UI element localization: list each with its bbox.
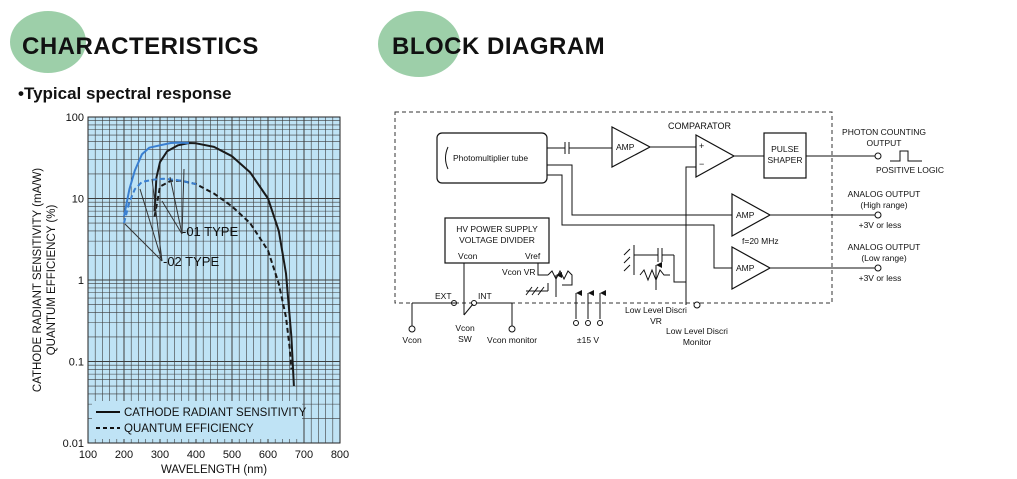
bullet: • xyxy=(18,84,24,103)
hv-label-2: VOLTAGE DIVIDER xyxy=(459,235,535,245)
discri-monitor-terminal xyxy=(693,301,701,309)
hv-vcon-label: Vcon xyxy=(458,251,478,261)
subheading-text: Typical spectral response xyxy=(23,84,232,103)
hv-label-1: HV POWER SUPPLY xyxy=(456,224,538,234)
characteristics-heading: CHARACTERISTICS xyxy=(22,33,259,60)
y-tick-label: 10 xyxy=(72,194,84,206)
positive-logic-label: POSITIVE LOGIC xyxy=(876,165,944,175)
analog-low-terminal xyxy=(874,264,882,272)
analog-high-label-2: (High range) xyxy=(860,200,907,210)
vcon-terminal-label: Vcon xyxy=(402,335,422,345)
series-line-01TYPE-solid xyxy=(153,142,295,387)
analog-low-label-1: ANALOG OUTPUT xyxy=(848,242,921,252)
x-tick-labels: 100 200 300 400 500 600 700 800 xyxy=(79,449,349,461)
photon-output-terminal xyxy=(874,152,882,160)
freq-label: f=20 MHz xyxy=(742,236,779,246)
x-tick-label: 400 xyxy=(187,449,205,461)
series-line-02TYPE-dashed xyxy=(123,177,197,224)
annotation-02-type: -02 TYPE xyxy=(163,254,219,269)
analog-low-label-2: (Low range) xyxy=(861,253,907,263)
legend: CATHODE RADIANT SENSITIVITY QUANTUM EFFI… xyxy=(92,401,307,439)
y-tick-label: 0.1 xyxy=(69,357,84,369)
analog-high-terminal xyxy=(874,211,882,219)
vcon-sw-label-1: Vcon xyxy=(455,323,475,333)
pmt-label: Photomultiplier tube xyxy=(453,153,528,163)
heading-blob-right xyxy=(378,11,460,77)
pulse-shaper-block xyxy=(763,132,807,179)
amp-low xyxy=(731,245,772,291)
pmt-window-icon xyxy=(445,146,449,170)
amp-high-label: AMP xyxy=(736,210,755,220)
x-tick-label: 500 xyxy=(223,449,241,461)
photon-output-label-1: PHOTON COUNTING xyxy=(842,127,926,137)
ext-label: EXT xyxy=(435,291,452,301)
comparator-plus: + xyxy=(699,141,704,151)
x-tick-label: 600 xyxy=(259,449,277,461)
y-tick-label: 0.01 xyxy=(63,438,84,450)
analog-high-label-3: +3V or less xyxy=(859,220,902,230)
grid-lines xyxy=(88,117,340,443)
vcon-terminal xyxy=(408,325,416,333)
pulse-shaper-label-1: PULSE xyxy=(771,144,799,154)
vcon-sw-label-2: SW xyxy=(458,334,472,344)
legend-label-qe: QUANTUM EFFICIENCY xyxy=(124,423,254,435)
discri-monitor-label-1: Low Level Discri xyxy=(666,326,728,336)
block-diagram-heading: BLOCK DIAGRAM xyxy=(392,33,606,60)
annotation-arrows xyxy=(124,168,185,262)
module-boundary xyxy=(394,111,833,304)
discri-resistor-icon xyxy=(639,268,670,282)
y-axis-label-line1: CATHODE RADIANT SENSITIVITY (mA/W) xyxy=(32,168,44,392)
annotation-01-type: -01 TYPE xyxy=(182,224,238,239)
pmt-block xyxy=(436,132,548,184)
comparator-minus: − xyxy=(699,159,704,169)
vcon-vr-resistor-icon xyxy=(547,269,573,286)
discri-vr-label-2: VR xyxy=(650,316,662,326)
discri-monitor-label-2: Monitor xyxy=(683,337,712,347)
y-tick-labels: 100 10 1 0.1 0.01 xyxy=(63,112,84,450)
y-tick-label: 100 xyxy=(66,112,84,124)
x-tick-label: 800 xyxy=(331,449,349,461)
x-tick-label: 700 xyxy=(295,449,313,461)
y-tick-label: 1 xyxy=(78,275,84,287)
amp-high xyxy=(731,192,772,238)
x-tick-label: 300 xyxy=(151,449,169,461)
comparator-label: COMPARATOR xyxy=(668,121,732,131)
photon-output-label-2: OUTPUT xyxy=(867,138,902,148)
vcon-monitor-terminal xyxy=(508,325,516,333)
vcon-monitor-label: Vcon monitor xyxy=(487,335,537,345)
amp-low-label: AMP xyxy=(736,263,755,273)
supply-arrows xyxy=(575,290,606,319)
hv-vref-label: Vref xyxy=(525,251,541,261)
ground-hatch-icon xyxy=(623,248,631,272)
legend-label-sensitivity: CATHODE RADIANT SENSITIVITY xyxy=(124,407,307,419)
analog-low-label-3: +3V or less xyxy=(859,273,902,283)
y-axis-label-line2: QUANTUM EFFICIENCY (%) xyxy=(46,205,58,356)
x-tick-label: 100 xyxy=(79,449,97,461)
supply-label: ±15 V xyxy=(577,335,599,345)
heading-blob-left xyxy=(10,11,86,73)
analog-high-label-1: ANALOG OUTPUT xyxy=(848,189,921,199)
int-label: INT xyxy=(478,291,492,301)
pulse-shaper-label-2: SHAPER xyxy=(768,155,803,165)
amp-1 xyxy=(611,126,652,168)
x-tick-label: 200 xyxy=(115,449,133,461)
vcon-switch xyxy=(463,303,474,316)
spectral-response-chart: 100 10 1 0.1 0.01 100 200 300 400 500 600 700 800 -… xyxy=(32,112,349,476)
pulse-waveform-icon xyxy=(890,150,922,162)
comparator xyxy=(695,133,736,179)
vcon-vr-label: Vcon VR xyxy=(502,267,536,277)
chart-subheading: •Typical spectral response xyxy=(18,84,232,104)
x-axis-label: WAVELENGTH (nm) xyxy=(161,464,267,476)
hv-supply-block xyxy=(444,217,550,264)
block-diagram: Photomultiplier tube AMP COMPARATOR + − … xyxy=(394,111,944,347)
series-line-02TYPE-solid xyxy=(123,141,189,217)
amp-1-label: AMP xyxy=(616,142,635,152)
discri-vr-label-1: Low Level Discri xyxy=(625,305,687,315)
